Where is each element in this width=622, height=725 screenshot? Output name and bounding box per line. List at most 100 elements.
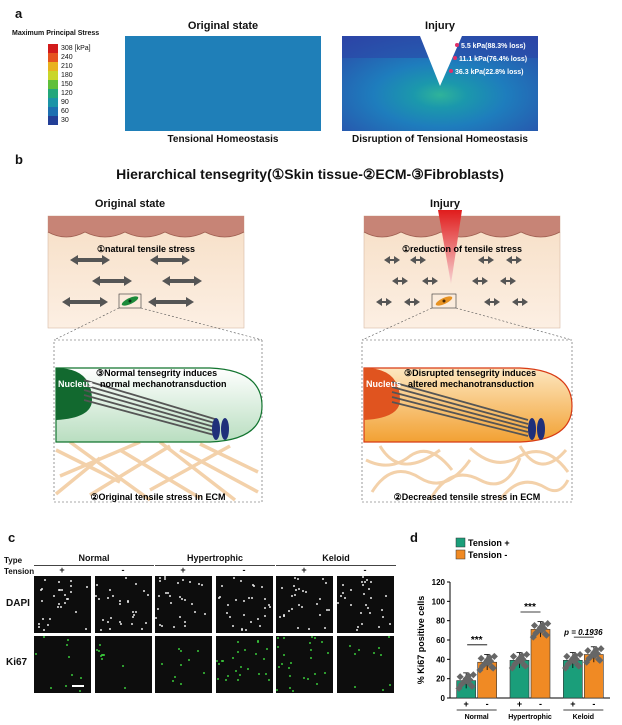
- nucleus-spot: [314, 636, 317, 639]
- right-cell-text-2: altered mechanotransduction: [408, 379, 534, 389]
- nucleus-spot: [250, 620, 253, 623]
- nucleus-spot: [283, 614, 286, 617]
- nucleus-spot: [74, 611, 77, 614]
- nucleus-spot: [339, 594, 342, 597]
- nucleus-spot: [262, 658, 265, 661]
- nucleus-spot: [203, 612, 206, 615]
- row-label-dapi: DAPI: [6, 598, 30, 609]
- left-nucleus-label: Nucleus: [58, 379, 93, 389]
- nucleus-spot: [40, 589, 43, 592]
- y-axis-label: % Ki67 positive cells: [416, 596, 426, 685]
- nucleus-spot: [264, 673, 267, 676]
- injury-simulation-map: 5.5 kPa(88.3% loss) 11.1 kPa(76.4% loss)…: [342, 36, 538, 131]
- legend-swatch: [48, 89, 58, 98]
- nucleus-spot: [177, 648, 180, 651]
- nucleus-spot: [95, 595, 98, 598]
- nucleus-spot: [267, 603, 270, 606]
- nucleus-spot: [354, 652, 357, 655]
- nucleus-spot: [263, 598, 266, 601]
- nucleus-spot: [112, 595, 115, 598]
- right-ecm-text: ②Decreased tensile stress in ECM: [394, 492, 541, 502]
- nucleus-spot: [97, 598, 100, 601]
- nucleus-spot: [167, 591, 170, 594]
- legend-tick-label: 30: [61, 117, 69, 124]
- nucleus-spot: [183, 598, 186, 601]
- nucleus-spot: [237, 651, 240, 654]
- nucleus-spot: [388, 636, 391, 639]
- nucleus-spot: [180, 598, 183, 601]
- nucleus-spot: [263, 614, 266, 617]
- data-point: [523, 650, 531, 659]
- nucleus-spot: [228, 615, 231, 618]
- left-cell-text-1: ③Normal tensegrity induces: [96, 368, 217, 378]
- legend-entry: 180: [48, 71, 108, 80]
- data-point: [576, 650, 584, 659]
- nucleus-spot: [173, 626, 176, 629]
- significance-label: ***: [524, 602, 536, 613]
- nucleus-spot: [135, 610, 138, 613]
- nucleus-spot: [169, 595, 172, 598]
- nucleus-spot: [124, 577, 127, 580]
- data-point: [570, 657, 578, 665]
- x-sign-label: +: [517, 699, 522, 709]
- nucleus-spot: [280, 587, 283, 590]
- legend-swatch: [48, 71, 58, 80]
- nucleus-spot: [118, 602, 121, 605]
- nucleus-spot: [49, 618, 52, 621]
- x-sign-label: +: [570, 699, 575, 709]
- nucleus-spot: [179, 682, 182, 685]
- data-point: [530, 621, 539, 630]
- nucleus-spot: [288, 609, 291, 612]
- nucleus-spot: [130, 622, 133, 625]
- nucleus-spot: [357, 649, 360, 652]
- nucleus-spot: [35, 652, 38, 655]
- nucleus-spot: [109, 617, 112, 620]
- nucleus-spot: [95, 649, 98, 652]
- dapi-micrograph: [155, 576, 212, 633]
- nucleus-spot: [123, 686, 126, 689]
- legend-entry: 308 [kPa]: [48, 44, 108, 53]
- nucleus-spot: [277, 666, 280, 669]
- data-point: [571, 651, 579, 660]
- nucleus-spot: [366, 578, 369, 581]
- nucleus-spot: [126, 599, 129, 602]
- nucleus-spot: [226, 675, 229, 678]
- nucleus-spot: [257, 640, 260, 643]
- significance-label: p = 0.1936: [563, 628, 603, 637]
- nucleus-spot: [70, 584, 73, 587]
- nucleus-spot: [321, 641, 324, 644]
- legend-entry: 30: [48, 116, 108, 125]
- annotation-marker: [453, 56, 457, 60]
- nucleus-spot: [69, 580, 72, 583]
- nucleus-spot: [255, 653, 258, 656]
- annotation-3: 36.3 kPa(22.8% loss): [455, 69, 524, 76]
- nucleus-spot: [233, 577, 235, 580]
- legend-entry: 240: [48, 53, 108, 62]
- nucleus-spot: [279, 616, 282, 619]
- nucleus-spot: [373, 651, 376, 654]
- nucleus-spot: [291, 689, 294, 692]
- nucleus-spot: [377, 625, 380, 628]
- nucleus-spot: [126, 601, 129, 604]
- nucleus-spot: [294, 588, 297, 591]
- nucleus-spot: [276, 688, 279, 691]
- sign-keloid-plus: +: [301, 565, 307, 575]
- nucleus-spot: [341, 592, 344, 595]
- tensegrity-diagram: ①natural tensile stress ①reduction of te…: [47, 210, 573, 503]
- nucleus-spot: [159, 579, 162, 582]
- ki67-micrograph: [276, 636, 333, 693]
- nucleus-spot: [155, 616, 158, 619]
- nucleus-spot: [66, 643, 69, 646]
- nucleus-spot: [106, 597, 109, 600]
- nucleus-spot: [239, 673, 242, 676]
- legend-entry: 120: [48, 89, 108, 98]
- row-label-ki67: Ki67: [6, 657, 28, 668]
- nucleus-spot: [337, 602, 339, 605]
- nucleus-spot: [60, 606, 63, 609]
- left-ecm-fibers: [54, 440, 259, 502]
- legend-tick-label: 120: [61, 90, 73, 97]
- ki67-micrograph: [155, 636, 212, 693]
- nucleus-spot: [281, 662, 283, 665]
- legend-entry: 150: [48, 80, 108, 89]
- right-tissue-text: ①reduction of tensile stress: [402, 244, 522, 254]
